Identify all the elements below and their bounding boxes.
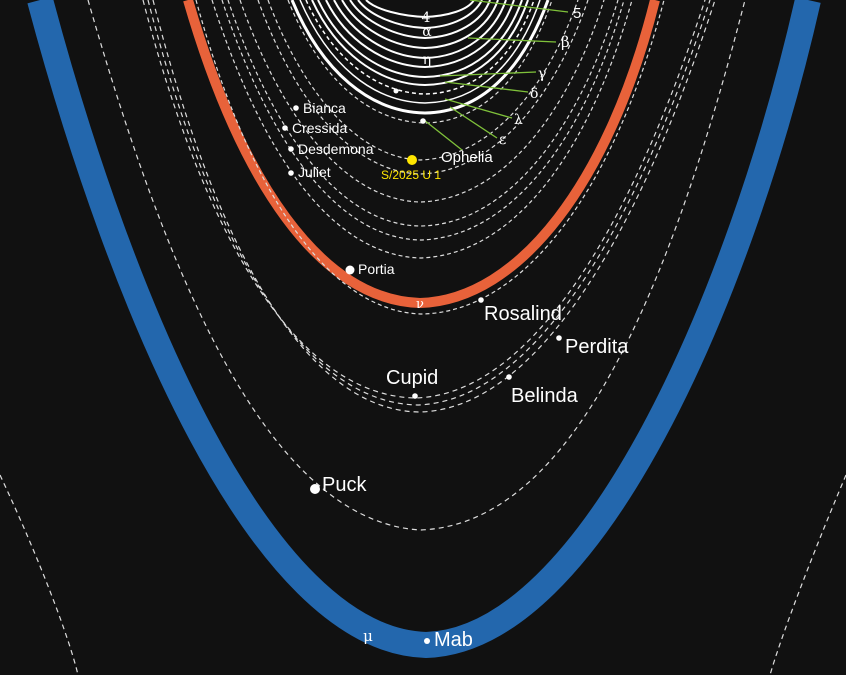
main-rings	[290, 0, 550, 115]
ring-label-lambda: λ	[514, 112, 523, 128]
portia-dot	[345, 265, 355, 275]
cupid-dot	[412, 393, 418, 399]
perdita-orbit	[152, 0, 716, 413]
moon-label-rosalind: Rosalind	[484, 303, 562, 325]
outer-orbit-left	[0, 474, 79, 675]
bianca-dot	[293, 105, 299, 111]
moon-label-perdita: Perdita	[565, 336, 629, 358]
ring-label-alpha: α	[422, 24, 432, 40]
moon-label-mab: Mab	[434, 629, 473, 651]
juliet-dot	[288, 170, 294, 176]
ring-label-4: 4	[422, 10, 431, 26]
cressida-dot	[282, 125, 288, 131]
moon-label-cupid: Cupid	[386, 367, 438, 389]
ring-label-5: 5	[573, 5, 581, 22]
moon-label-desdemona: Desdemona	[298, 141, 374, 157]
ring-label-gamma: γ	[538, 66, 546, 82]
moon-label-cressida: Cressida	[292, 120, 347, 136]
rosalind-orbit	[195, 0, 665, 315]
desdemona-dot	[288, 146, 294, 152]
ophelia-orbit	[287, 0, 553, 124]
ring-label-beta: β	[561, 33, 570, 51]
belinda-dot	[506, 374, 512, 380]
outer-orbit-right	[769, 474, 846, 675]
nu-ring	[183, 0, 660, 309]
ring-label-mu: μ	[363, 627, 373, 645]
ring-label-nu: ν	[416, 297, 424, 312]
mab-dot	[424, 638, 430, 644]
ring-label-epsilon: ε	[499, 132, 506, 148]
moon-dots	[282, 88, 562, 644]
puck-dot	[310, 484, 320, 494]
bianca-orbit	[267, 0, 579, 161]
rosalind-dot	[478, 297, 484, 303]
moon-label-belinda: Belinda	[511, 385, 579, 407]
new-moon-dot	[407, 155, 417, 165]
moon-label-ophelia: Ophelia	[441, 149, 493, 166]
desdemona-orbit	[227, 0, 619, 227]
portia-orbit	[211, 0, 633, 259]
moon-label-portia: Portia	[358, 261, 395, 277]
juliet-orbit	[221, 0, 625, 241]
moon-label-juliet: Juliet	[298, 164, 331, 180]
belinda-orbit	[147, 0, 711, 406]
ring-label-eta: η	[423, 52, 431, 68]
moon-label-new: S/2025 U 1	[381, 168, 441, 182]
moon-label-puck: Puck	[322, 474, 367, 496]
perdita-dot	[556, 335, 562, 341]
leader-lines	[423, 0, 569, 151]
ring-label-delta: δ	[530, 86, 538, 102]
ophelia-dot	[420, 118, 426, 124]
mu-ring	[27, 0, 821, 659]
moon-label-bianca: Bianca	[303, 100, 346, 116]
moon-dot-unlabeled	[393, 88, 399, 94]
